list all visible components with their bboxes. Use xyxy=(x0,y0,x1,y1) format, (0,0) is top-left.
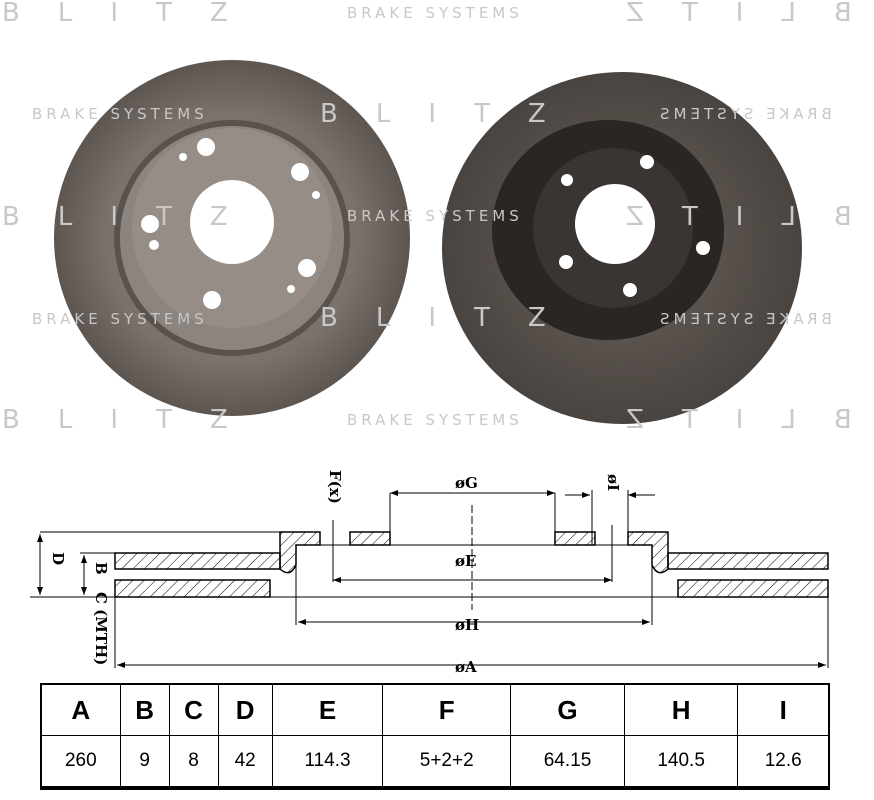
label-d: D xyxy=(49,552,67,565)
value-b: 9 xyxy=(119,735,170,789)
brake-disc-back xyxy=(442,72,802,424)
value-f: 5+2+2 xyxy=(382,735,512,789)
header-f: F xyxy=(382,683,512,736)
value-i: 12.6 xyxy=(737,735,830,789)
brake-disc-front xyxy=(54,60,410,416)
label-b: B xyxy=(92,562,110,575)
cross-section-drawing: øG øE øH øA øI F(x) D B C (MTH) xyxy=(30,470,829,676)
value-a: 260 xyxy=(40,735,121,789)
header-i: I xyxy=(737,683,830,736)
header-a: A xyxy=(40,683,121,736)
value-g: 64.15 xyxy=(510,735,625,789)
spec-value-row: 260 9 8 42 114.3 5+2+2 64.15 140.5 12.6 xyxy=(40,735,830,789)
label-h: øH xyxy=(455,616,479,634)
header-e: E xyxy=(271,683,384,736)
header-h: H xyxy=(623,683,739,736)
header-d: D xyxy=(217,683,273,736)
header-b: B xyxy=(119,683,170,736)
value-h: 140.5 xyxy=(623,735,739,789)
label-e: øE xyxy=(455,552,476,570)
label-i: øI xyxy=(604,474,622,491)
label-f: F(x) xyxy=(326,470,344,504)
value-e: 114.3 xyxy=(271,735,384,789)
label-g: øG xyxy=(455,474,478,492)
value-d: 42 xyxy=(217,735,273,789)
brake-disc-photos xyxy=(54,60,802,424)
spec-header-row: A B C D E F G H I xyxy=(40,683,830,736)
spec-table: A B C D E F G H I 260 9 8 42 114.3 5+2+2… xyxy=(40,683,830,790)
header-g: G xyxy=(510,683,625,736)
header-c: C xyxy=(168,683,219,736)
value-c: 8 xyxy=(168,735,219,789)
label-c: C (MTH) xyxy=(92,592,110,665)
label-a: øA xyxy=(455,658,477,676)
